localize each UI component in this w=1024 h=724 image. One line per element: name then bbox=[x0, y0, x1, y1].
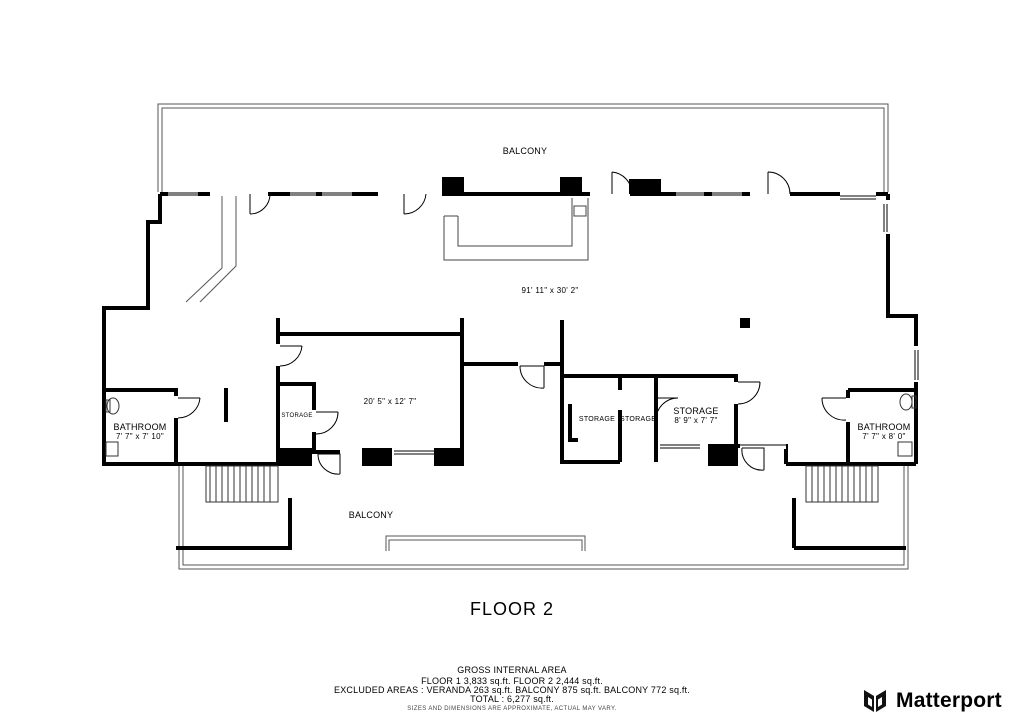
floor-title: FLOOR 2 bbox=[469, 599, 555, 619]
matterport-logo-icon bbox=[864, 690, 886, 712]
matterport-brand: Matterport bbox=[862, 688, 1002, 714]
area-floors: FLOOR 1 3,833 sq.ft. FLOOR 2 2,444 sq.ft… bbox=[421, 676, 603, 686]
bathroom-fixtures bbox=[105, 393, 917, 457]
balcony-top-label: BALCONY bbox=[502, 146, 548, 156]
storage-c-label: STORAGE bbox=[620, 416, 657, 423]
exterior-walls bbox=[102, 192, 918, 550]
balcony-top-outline bbox=[157, 103, 889, 192]
storage-a-label: STORAGE bbox=[281, 413, 313, 419]
doors bbox=[177, 171, 847, 475]
columns bbox=[278, 177, 750, 466]
wall-openings bbox=[168, 191, 919, 455]
angled-partition bbox=[185, 196, 237, 303]
bathroom-left-dimensions: 7' 7" x 7' 10" bbox=[115, 432, 165, 441]
main-room-dimensions: 91' 11" x 30' 2" bbox=[521, 286, 579, 295]
stairs-left bbox=[205, 465, 279, 503]
disclaimer: SIZES AND DIMENSIONS ARE APPROXIMATE, AC… bbox=[407, 706, 617, 712]
storage-main-label: STORAGE bbox=[673, 406, 719, 416]
bathroom-left-label: BATHROOM bbox=[113, 422, 167, 432]
center-room-dimensions: 20' 5" x 12' 7" bbox=[363, 397, 417, 406]
area-excluded: EXCLUDED AREAS : VERANDA 263 sq.ft. BALC… bbox=[334, 685, 690, 695]
windows bbox=[168, 192, 919, 455]
storage-b-label: STORAGE bbox=[578, 416, 616, 423]
storage-main-dimensions: 8' 9" x 7' 7" bbox=[674, 416, 718, 425]
stairs-right bbox=[805, 465, 879, 503]
bathroom-right-dimensions: 7' 7" x 8' 0" bbox=[862, 432, 906, 441]
brand-name: Matterport bbox=[896, 689, 1002, 712]
kitchen-counter bbox=[443, 198, 589, 261]
balcony-bottom-outline bbox=[178, 464, 909, 570]
area-heading: GROSS INTERNAL AREA bbox=[457, 665, 567, 675]
balcony-bottom-label: BALCONY bbox=[348, 510, 394, 520]
bathroom-right-label: BATHROOM bbox=[857, 422, 911, 432]
area-total: TOTAL : 6,277 sq.ft. bbox=[470, 694, 554, 704]
